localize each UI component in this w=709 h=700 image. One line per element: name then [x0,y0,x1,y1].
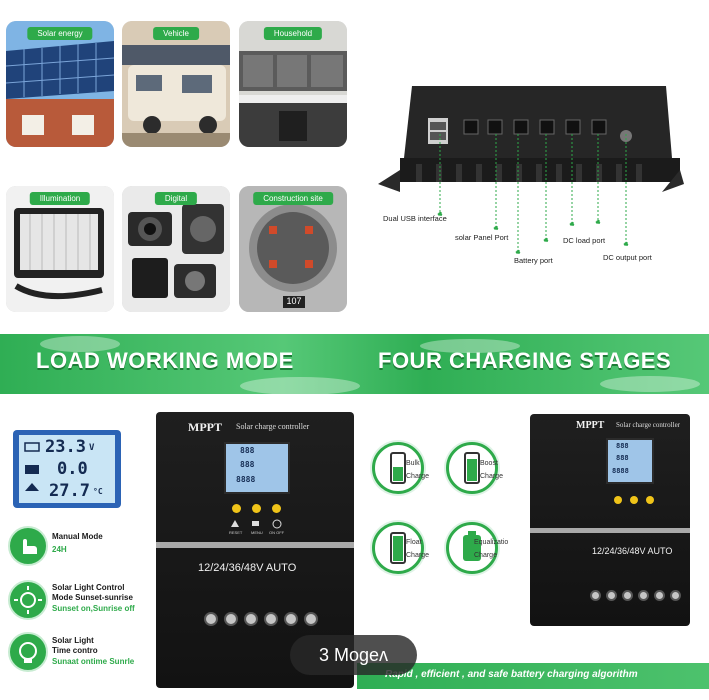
device-product: Solar charge controller [236,422,310,431]
stage-label-equalization: Equalizatio Charge [474,539,509,559]
terminal-screw [670,590,681,601]
sun-icon [8,580,48,620]
terminal-screw [204,612,218,626]
on-off-button[interactable] [272,504,281,513]
reset-label: RESET [229,530,243,535]
menu-label: MENU [251,530,263,535]
kitchen-image [239,21,347,147]
tile-label: Solar energy [27,27,93,40]
tile-label: Household [263,27,323,40]
device-voltage: 12/24/36/48V AUTO [198,562,297,574]
tile-vehicle: Vehicle [122,21,230,147]
reset-button[interactable] [232,504,241,513]
terminal-screw [244,612,258,626]
mode-title-time-control: Solar Light Time contro [52,636,98,655]
lcd-display: 23.3 V 0.0 27.7 °C [13,430,121,508]
port-label-solar: solar Panel Port [455,233,509,242]
device-lcd-row3: 8888 [236,475,256,484]
tagline-bar [357,663,709,689]
device-brand-small: MPPT [576,420,605,431]
tile-label: Digital [154,192,198,205]
banner-title-right: FOUR CHARGING STAGES [378,348,672,373]
port-label-usb: Dual USB interface [383,214,447,223]
tile-label: Illumination [29,192,91,205]
device-lcd-small: 888 888 8888 [606,438,654,484]
solar-house-image [6,21,114,147]
terminal-screw [284,612,298,626]
port-label-battery: Battery port [514,256,553,265]
tile-construction-site: Construction site 107 [239,186,347,312]
device-lcd-small-row3: 8888 [612,467,629,475]
tile-label: Vehicle [153,27,199,40]
on-off-button-small[interactable] [646,496,654,504]
terminal-screw [606,590,617,601]
mode-title-light-control: Solar Light Control Mode Sunset-sunrise [52,583,133,602]
time-light-icon [8,632,48,672]
cameras-image [122,186,230,312]
terminal-screw [622,590,633,601]
tile-solar-energy: Solar energy [6,21,114,147]
hand-icon [8,526,48,566]
banner-title-left: LOAD WORKING MODE [36,348,294,373]
tile-household: Household [239,21,347,147]
terminal-screw [304,612,318,626]
mode-sub-time-control: Sunaat ontime Sunrle [52,657,135,666]
tile-digital: Digital [122,186,230,312]
mode-title-manual: Manual Mode [52,532,103,541]
controller-front-large: MPPT Solar charge controller 888 888 888… [156,412,354,688]
camper-van-image [122,21,230,147]
stage-label-bulk: Bulk Charge [406,460,429,480]
terminal-screw [654,590,665,601]
device-lcd-small-row2: 888 [616,454,629,462]
device-lcd-row1: 888 [240,446,255,455]
terminal-screw [224,612,238,626]
device-lcd: 888 888 8888 [224,442,290,494]
stage-label-boost: Boost Charge [480,460,503,480]
device-voltage-small: 12/24/36/48V AUTO [592,546,673,556]
terminal-screw [638,590,649,601]
equalization-charge-battery-icon [446,522,498,574]
overlay-pill[interactable]: 3 Mogeʌ [290,635,417,675]
lcd-value-3: 27.7 [49,481,90,501]
device-lcd-row2: 888 [240,460,255,469]
meter-number: 107 [286,296,302,306]
tagline-text: Rapid , efficient , and safe battery cha… [385,669,638,680]
reset-button-small[interactable] [614,496,622,504]
bulk-charge-battery-icon [372,442,424,494]
floodlight-image [6,186,114,312]
lcd-value-2: 0.0 [57,459,88,479]
stage-label-float: Float Charge [406,539,429,559]
tile-illumination: Illumination [6,186,114,312]
device-strip-small [530,528,690,533]
menu-button-small[interactable] [630,496,638,504]
on-off-label: ON OFF [269,530,285,535]
device-product-small: Solar charge controller [616,421,681,429]
tile-label: Construction site [253,192,333,205]
port-label-dc-output: DC output port [603,253,652,262]
electric-meter-image [239,186,347,312]
device-brand: MPPT [188,420,222,434]
device-strip [156,542,354,548]
mode-sub-light-control: Sunset on,Sunrise off [52,604,135,613]
lcd-unit-1: V [89,443,95,453]
lcd-unit-3: °C [93,487,103,496]
boost-charge-battery-icon [446,442,498,494]
controller-front-small: MPPT Solar charge controller 888 888 888… [530,414,690,626]
port-label-dc-load: DC load port [563,236,606,245]
device-lcd-small-row1: 888 [616,442,629,450]
controller-port-view [378,86,684,192]
float-charge-battery-icon [372,522,424,574]
feature-banner: LOAD WORKING MODE FOUR CHARGING STAGES [0,334,709,394]
menu-button[interactable] [252,504,261,513]
port-leader-lines [437,134,629,254]
button-symbol-icons [231,519,282,529]
lcd-icons [24,442,40,491]
lcd-value-1: 23.3 [45,437,86,457]
mode-sub-manual: 24H [52,545,67,554]
terminal-screw [264,612,278,626]
leaf-pattern [40,336,700,394]
terminal-screw [590,590,601,601]
